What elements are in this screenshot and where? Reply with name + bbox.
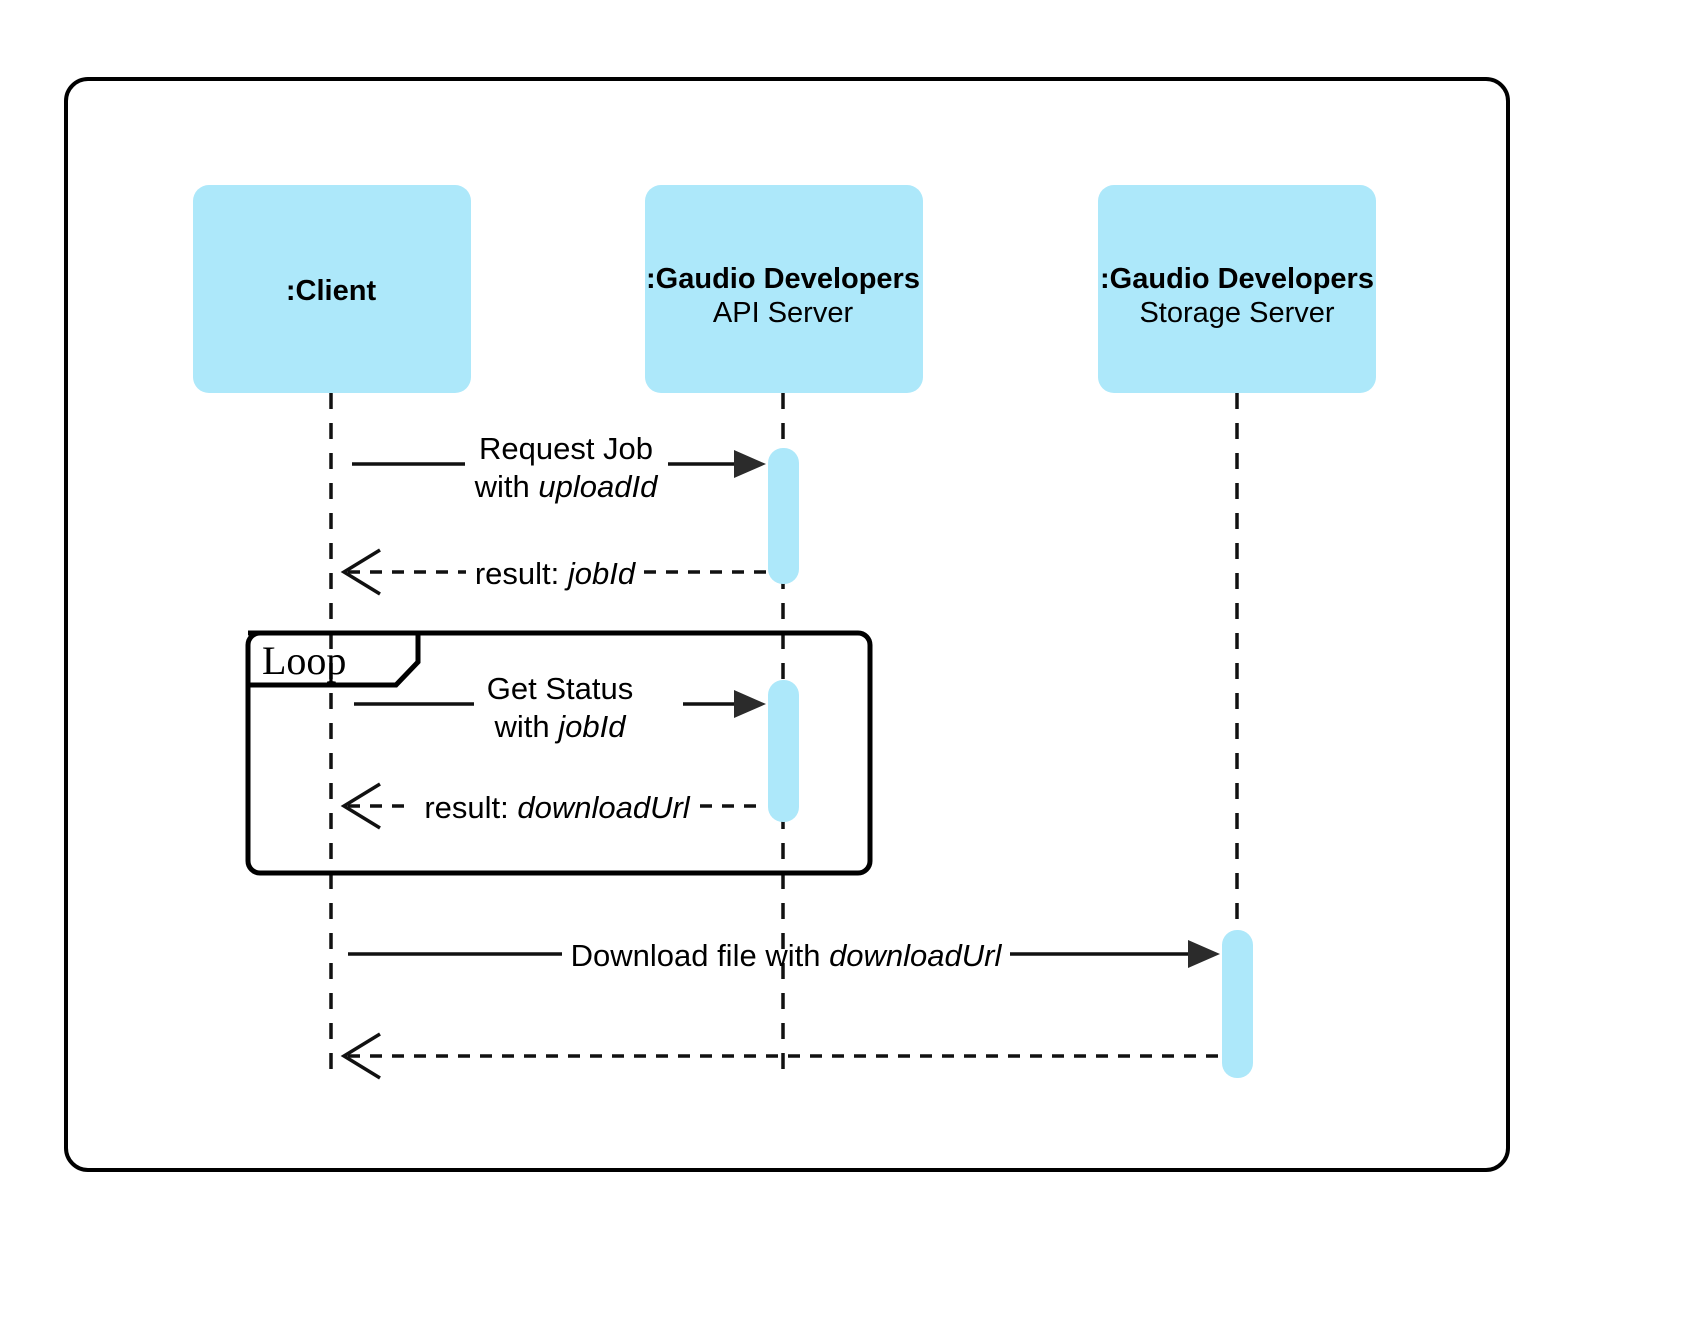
result-downloadurl-prefix: result: xyxy=(424,790,517,825)
participant-storage-server[interactable]: :Gaudio Developers Storage Server xyxy=(1098,185,1376,393)
message-label-get-status-line1: Get Status xyxy=(487,671,633,706)
message-result-downloadurl[interactable]: result: downloadUrl xyxy=(340,782,766,830)
message-label-request-job-line1: Request Job xyxy=(479,431,653,466)
request-job-with: with xyxy=(474,469,539,504)
arrowhead-download-file xyxy=(1188,940,1220,968)
fragment-loop-label: Loop xyxy=(262,638,346,683)
download-file-param: downloadUrl xyxy=(829,938,1002,973)
download-file-prefix: Download file with xyxy=(571,938,829,973)
participant-label-api-server-bold: :Gaudio Developers xyxy=(646,263,920,295)
fragment-loop-box[interactable] xyxy=(245,630,873,876)
participant-label-storage-server-plain: Storage Server xyxy=(1139,297,1334,329)
result-jobid-prefix: result: xyxy=(475,556,568,591)
message-result-jobid[interactable]: result: jobId xyxy=(340,548,766,596)
message-download-response[interactable] xyxy=(340,1032,1222,1080)
message-label-get-status-line2: with jobId xyxy=(494,709,628,744)
fragment-loop-tab xyxy=(248,630,421,688)
message-download-file[interactable]: Download file with downloadUrl xyxy=(348,938,1220,973)
get-status-with: with xyxy=(494,709,559,744)
arrowhead-request-job xyxy=(734,450,766,478)
activation-bar-api-2 xyxy=(768,680,799,822)
message-get-status[interactable]: Get Status with jobId xyxy=(354,671,766,744)
participant-box-api-server[interactable] xyxy=(645,185,923,393)
message-request-job[interactable]: Request Job with uploadId xyxy=(352,431,766,504)
arrowhead-result-downloadurl xyxy=(340,782,381,830)
message-label-download-file: Download file with downloadUrl xyxy=(571,938,1003,973)
participant-label-client: :Client xyxy=(286,275,377,307)
fragment-loop[interactable]: Loop xyxy=(245,630,873,876)
result-jobid-param: jobId xyxy=(564,556,637,591)
arrowhead-get-status xyxy=(734,690,766,718)
participant-label-api-server-plain: API Server xyxy=(713,297,854,329)
participant-label-storage-server-bold: :Gaudio Developers xyxy=(1100,263,1374,295)
participant-client[interactable]: :Client xyxy=(193,185,471,393)
message-label-request-job-line2: with uploadId xyxy=(474,469,659,504)
request-job-param: uploadId xyxy=(538,469,659,504)
activation-bar-storage-1 xyxy=(1222,930,1253,1078)
get-status-param: jobId xyxy=(554,709,627,744)
message-label-result-downloadurl: result: downloadUrl xyxy=(424,790,690,825)
participant-api-server[interactable]: :Gaudio Developers API Server xyxy=(645,185,923,393)
arrowhead-download-response xyxy=(340,1032,381,1080)
participant-box-client[interactable] xyxy=(193,185,471,393)
participant-box-storage-server[interactable] xyxy=(1098,185,1376,393)
activation-bar-api-1 xyxy=(768,448,799,584)
result-downloadurl-param: downloadUrl xyxy=(517,790,690,825)
arrowhead-result-jobid xyxy=(340,548,381,596)
message-label-result-jobid: result: jobId xyxy=(475,556,637,591)
